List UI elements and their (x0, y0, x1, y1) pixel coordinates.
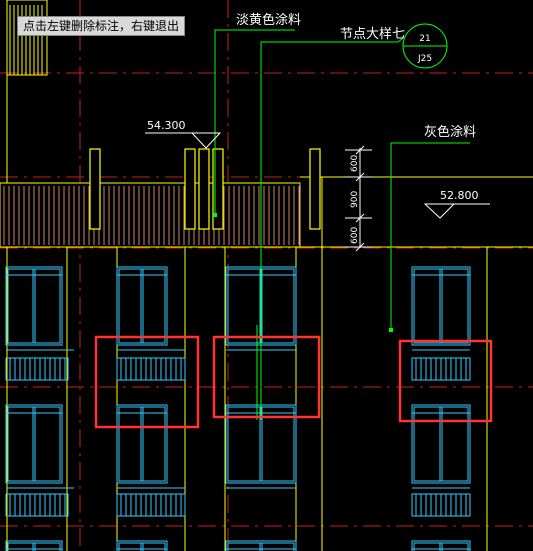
window (116, 404, 168, 484)
detail-sheet: J25 (417, 54, 432, 64)
window (5, 404, 63, 484)
railing (116, 357, 186, 381)
balcony-railings (5, 349, 471, 517)
detail-index-circle: 21 J25 (402, 23, 448, 69)
selection-boxes[interactable] (94, 335, 493, 429)
window (411, 540, 471, 551)
window (225, 540, 297, 551)
railing (411, 493, 471, 517)
window (225, 404, 297, 484)
annotation-gray-coating: 灰色涂料 (424, 124, 476, 140)
window (116, 540, 168, 551)
dimension-chain (345, 145, 372, 252)
windows (5, 266, 471, 551)
window (411, 266, 471, 346)
elevation-marker-lower: 52.800 (423, 189, 490, 219)
dimension-3: 600 (350, 227, 360, 244)
elevation-lower: 52.800 (440, 189, 479, 202)
window (5, 540, 63, 551)
selection-box-3[interactable] (398, 339, 493, 423)
elevation-marker-upper: 54.300 (145, 119, 222, 149)
annotation-node-detail: 节点大样七 (340, 27, 405, 42)
parapet-posts (89, 148, 321, 230)
window (116, 266, 168, 346)
selection-box-1[interactable] (94, 335, 200, 429)
railing (5, 493, 69, 517)
window (411, 404, 471, 484)
railing (116, 493, 186, 517)
annotation-light-yellow-coating: 淡黄色涂料 (236, 12, 301, 28)
elevation-upper: 54.300 (147, 119, 186, 132)
detail-number: 21 (419, 34, 430, 44)
command-hint-tooltip: 点击左键删除标注，右键退出 (17, 16, 186, 36)
dimension-2: 900 (350, 191, 360, 208)
parapet (0, 176, 533, 248)
window (5, 266, 63, 346)
selection-box-2[interactable] (212, 335, 321, 419)
leader-dots (213, 213, 393, 332)
railing (5, 357, 69, 381)
leader-lines (214, 29, 470, 420)
railing (411, 357, 471, 381)
dimension-1: 600 (350, 155, 360, 172)
